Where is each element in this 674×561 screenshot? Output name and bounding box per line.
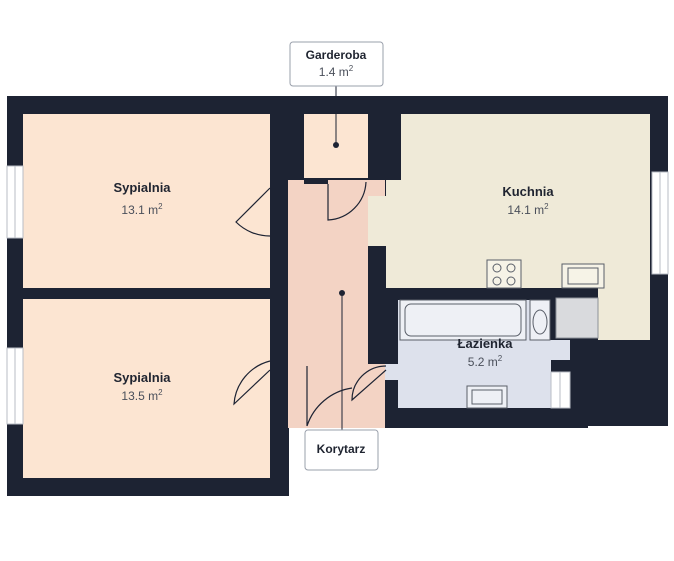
bedroom-1-floor — [23, 114, 270, 288]
bedroom-1-area: 13.1 m — [121, 203, 158, 217]
bedroom-1-unit-sup: 2 — [158, 202, 163, 211]
bathroom-sink — [466, 385, 508, 409]
bedroom-1-name: Sypialnia — [113, 180, 171, 195]
bedroom-2-unit-sup: 2 — [158, 388, 163, 397]
garderoba-area: 1.4 m — [319, 65, 349, 79]
windows — [6, 165, 669, 425]
bathroom-unit-sup: 2 — [498, 354, 503, 363]
bathroom-area: 5.2 m — [468, 355, 498, 369]
garderoba-callout: Garderoba 1.4 m2 — [289, 41, 384, 87]
bedroom-2-area-line: 13.5 m2 — [121, 388, 163, 403]
kitchen-area: 14.1 m — [507, 203, 544, 217]
garderoba-unit-sup: 2 — [349, 64, 354, 73]
garderoba-name: Garderoba — [306, 48, 367, 62]
garderoba-area-line: 1.4 m2 — [319, 64, 354, 79]
washing-machine — [555, 297, 599, 339]
bedroom-2-area: 13.5 m — [121, 389, 158, 403]
korytarz-point — [339, 290, 345, 296]
bedroom-1-label: Sypialnia 13.1 m2 — [113, 180, 171, 217]
bathroom-area-line: 5.2 m2 — [468, 354, 503, 369]
bedroom-2-floor — [23, 299, 270, 478]
korytarz-callout: Korytarz — [304, 429, 379, 471]
kitchen-fixtures — [486, 259, 605, 289]
kitchen-name: Kuchnia — [502, 184, 554, 199]
bathtub — [399, 299, 527, 341]
bathroom-fixtures — [399, 297, 599, 409]
bathroom-name: Łazienka — [458, 336, 514, 351]
bedroom-1-area-line: 13.1 m2 — [121, 202, 163, 217]
korytarz-name: Korytarz — [317, 442, 366, 456]
kitchen-label: Kuchnia 14.1 m2 — [502, 184, 554, 217]
stove — [486, 259, 522, 289]
bedroom-2-label: Sypialnia 13.5 m2 — [113, 370, 171, 403]
doors — [233, 181, 387, 427]
bedroom-2-name: Sypialnia — [113, 370, 171, 385]
kitchen-unit-sup: 2 — [544, 202, 549, 211]
corridor-floor-extra — [304, 180, 368, 428]
garderoba-point — [333, 142, 339, 148]
bathroom-label: Łazienka 5.2 m2 — [458, 336, 514, 369]
kitchen-area-line: 14.1 m2 — [507, 202, 549, 217]
